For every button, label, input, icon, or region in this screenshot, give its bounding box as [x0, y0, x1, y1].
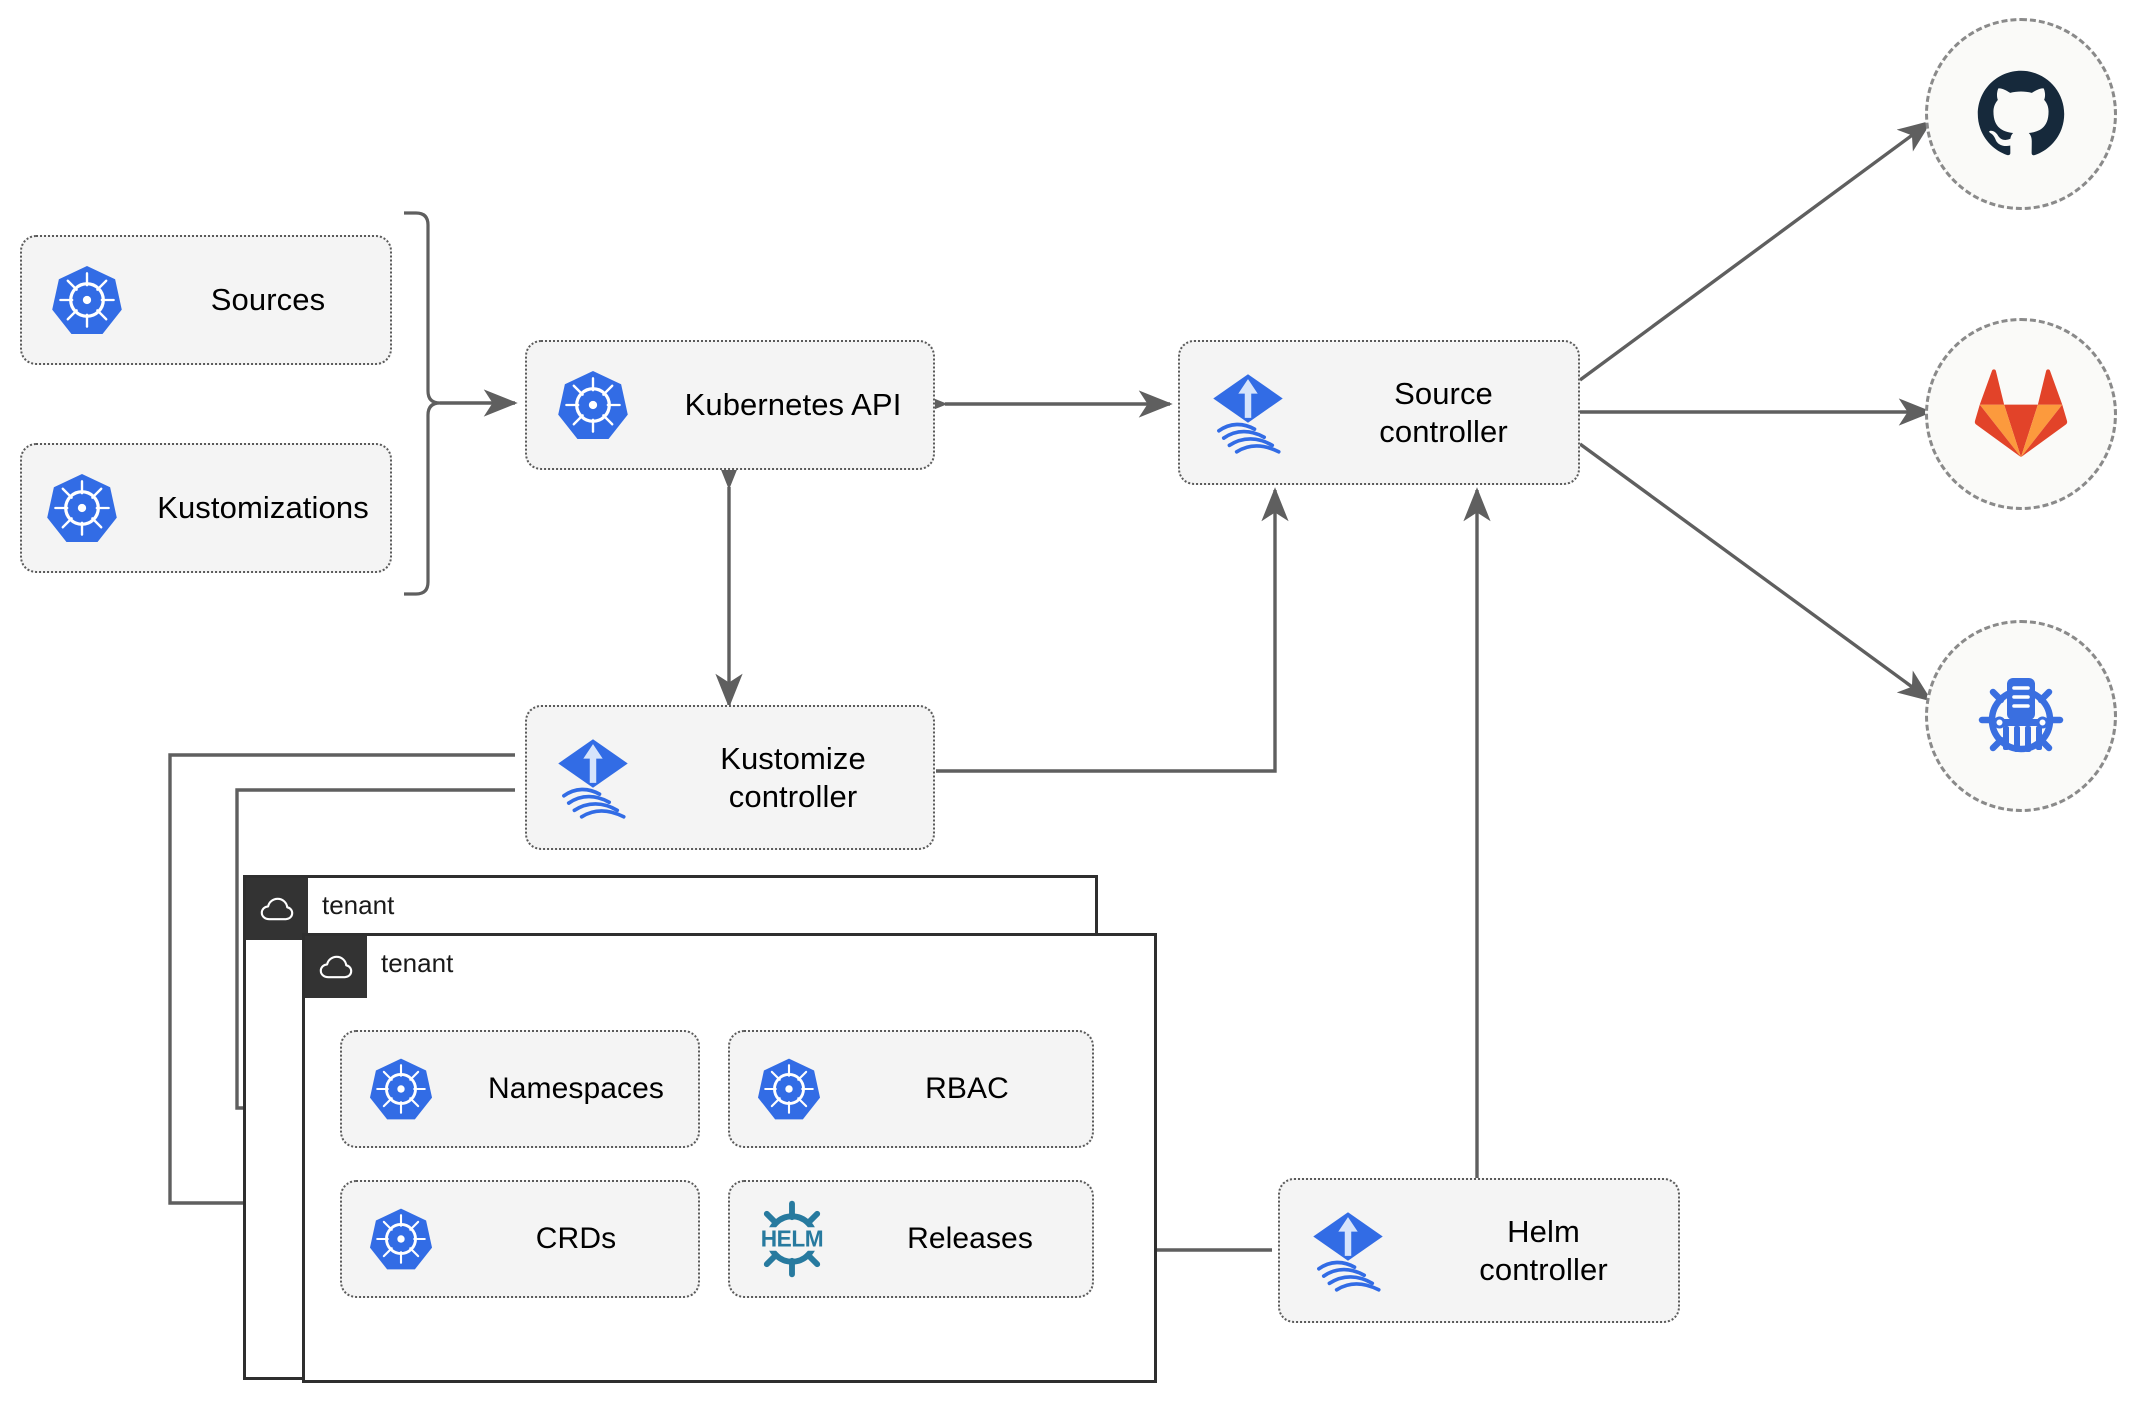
- github-icon: [1977, 70, 2065, 156]
- kubernetes-icon: [527, 368, 659, 442]
- tenant-frame-inner: tenant: [302, 933, 1157, 1383]
- gitlab-icon: [1974, 369, 2068, 458]
- node-crds[interactable]: CRDs: [340, 1180, 700, 1298]
- node-label: Kubernetes API: [684, 387, 902, 423]
- endpoint-github[interactable]: [1925, 18, 2117, 210]
- flux-icon: [527, 736, 659, 820]
- flux-icon: [1180, 371, 1315, 455]
- kubernetes-icon: [342, 1206, 460, 1272]
- kubernetes-icon: [22, 471, 142, 545]
- flux-icon: [1280, 1209, 1415, 1293]
- node-namespaces[interactable]: Namespaces: [340, 1030, 700, 1148]
- tenant-label-outer: tenant: [322, 890, 395, 920]
- node-label: Namespaces: [487, 1071, 665, 1105]
- node-kustomizations[interactable]: Kustomizations: [20, 443, 392, 573]
- tenant-tab-inner: [305, 936, 367, 998]
- node-helm-controller[interactable]: Helm controller: [1278, 1178, 1680, 1323]
- node-label: CRDs: [535, 1221, 617, 1255]
- cloud-icon: [260, 897, 294, 921]
- node-label: Sources: [210, 282, 326, 318]
- node-kubernetes-api[interactable]: Kubernetes API: [525, 340, 935, 470]
- kubernetes-icon: [22, 263, 152, 337]
- node-releases[interactable]: HELM Releases: [728, 1180, 1094, 1298]
- endpoint-helm-chart-repository[interactable]: [1925, 620, 2117, 812]
- chart-repository-icon: [1978, 678, 2064, 753]
- tenant-tab-outer: [246, 878, 308, 940]
- node-sources[interactable]: Sources: [20, 235, 392, 365]
- kubernetes-icon: [342, 1056, 460, 1122]
- helm-icon: HELM: [730, 1197, 854, 1281]
- node-label: RBAC: [925, 1071, 1009, 1105]
- node-label: Kustomize controller: [720, 740, 866, 814]
- node-label: Kustomizations: [157, 490, 369, 526]
- node-label: Releases: [907, 1221, 1033, 1255]
- svg-text:HELM: HELM: [761, 1226, 824, 1252]
- tenant-label-inner: tenant: [381, 948, 454, 978]
- node-kustomize-controller[interactable]: Kustomize controller: [525, 705, 935, 850]
- node-label: Source controller: [1379, 375, 1508, 449]
- kubernetes-icon: [730, 1056, 848, 1122]
- endpoint-gitlab[interactable]: [1925, 318, 2117, 510]
- node-label: Helm controller: [1479, 1213, 1608, 1287]
- node-source-controller[interactable]: Source controller: [1178, 340, 1580, 485]
- node-rbac[interactable]: RBAC: [728, 1030, 1094, 1148]
- cloud-icon: [319, 955, 353, 979]
